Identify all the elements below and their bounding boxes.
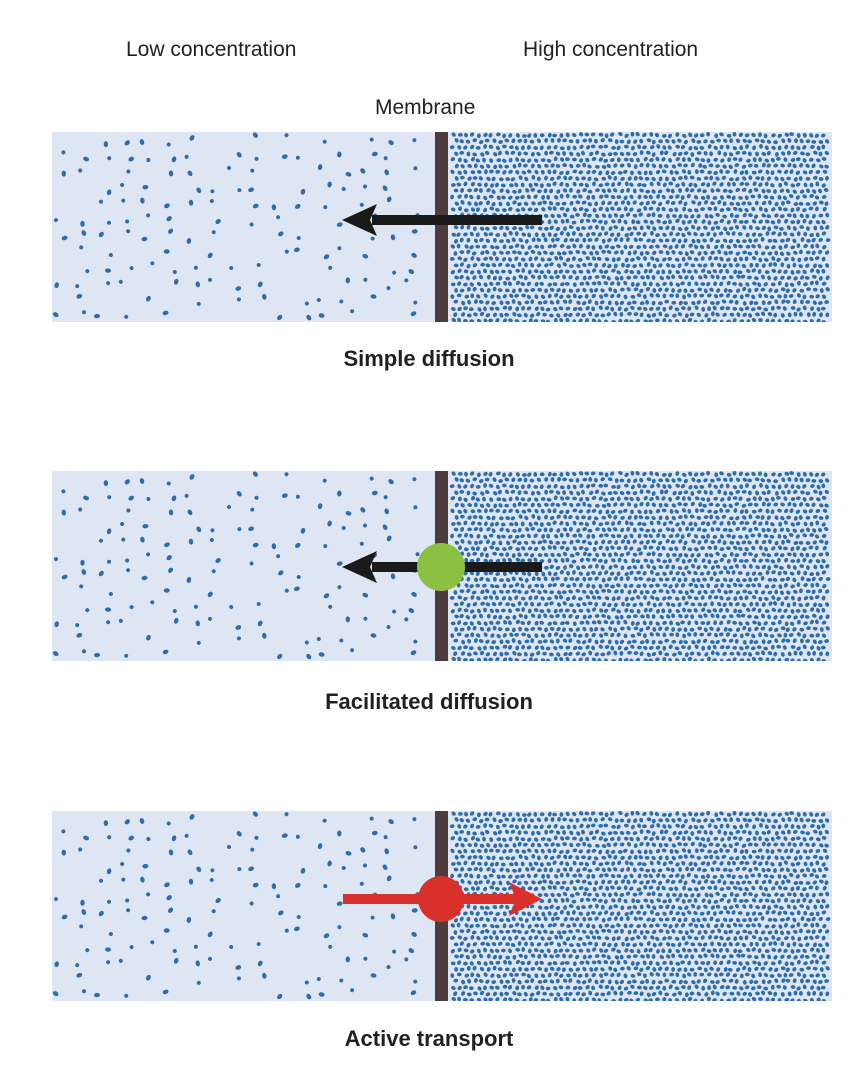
simple-diffusion-diagram <box>52 132 832 322</box>
active-transport-caption: Active transport <box>344 1026 514 1051</box>
membrane <box>435 132 448 322</box>
panel-simple-diffusion <box>52 132 832 322</box>
high-concentration-particles <box>449 471 831 661</box>
facilitated-diffusion-caption: Facilitated diffusion <box>325 689 533 714</box>
panel-active-transport <box>52 811 832 1001</box>
active-transport-diagram <box>52 811 832 1001</box>
facilitated-diffusion-diagram <box>52 471 832 661</box>
low-concentration-label: Low concentration <box>126 38 297 61</box>
pump-protein-icon <box>418 876 464 922</box>
low-concentration-particles <box>52 811 420 1000</box>
low-concentration-particles <box>52 471 420 660</box>
high-concentration-particles <box>449 132 831 322</box>
high-concentration-label: High concentration <box>523 38 699 61</box>
simple-diffusion-caption: Simple diffusion <box>343 346 515 371</box>
diffusion-arrow-icon <box>342 204 542 236</box>
high-concentration-particles <box>449 811 831 1001</box>
membrane-label: Membrane <box>375 96 476 119</box>
panel-facilitated-diffusion <box>52 471 832 661</box>
channel-protein-icon <box>417 543 465 591</box>
